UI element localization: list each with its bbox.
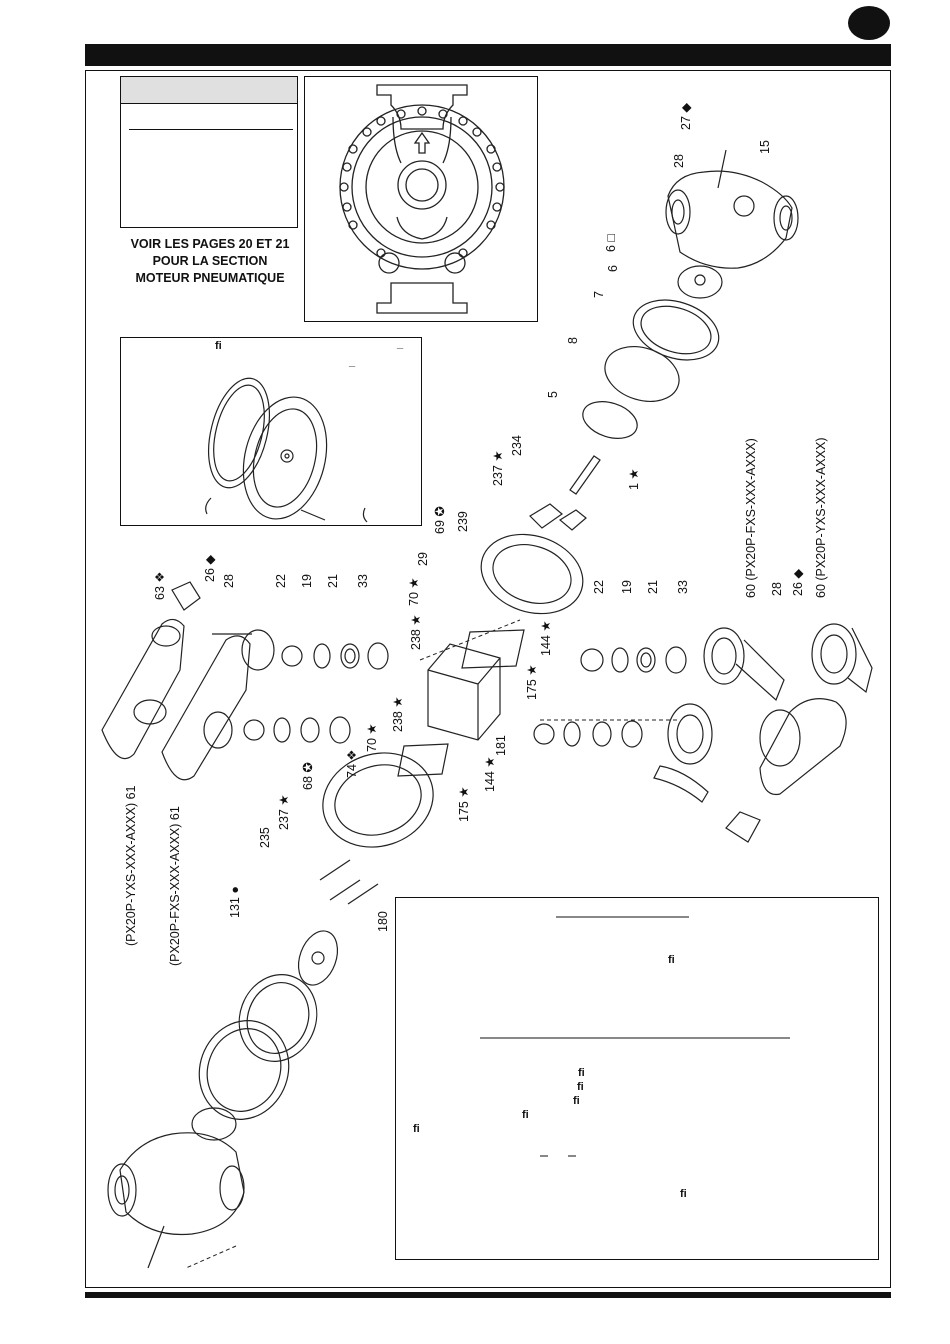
content-frame: [85, 70, 891, 1288]
inset-ligature-1: ﬁ: [215, 340, 222, 352]
note-ligature-1: ﬁ: [668, 954, 675, 966]
model-label-61-y: (PX20P-YXS-XXX-AXXX) 61: [124, 785, 138, 946]
part-label: 74 ❖: [345, 749, 359, 778]
part-label: 180: [376, 911, 390, 932]
note-ligature-2: ﬁ: [578, 1067, 585, 1079]
part-label: 235: [258, 827, 272, 848]
part-label: 21: [326, 574, 340, 588]
model-label-61-f: (PX20P-FXS-XXX-AXXX) 61: [168, 806, 182, 966]
see-note-line-2: POUR LA SECTION: [152, 254, 268, 268]
part-label: 22: [274, 574, 288, 588]
part-label: 27 ◆: [679, 102, 693, 130]
page-number-badge: [848, 6, 890, 40]
part-label: 7: [592, 291, 606, 298]
part-label: 5: [546, 391, 560, 398]
inset-dash-1: _: [397, 338, 404, 350]
model-label-60-f: 60 (PX20P-FXS-XXX-AXXX): [744, 438, 758, 598]
model-label-60-y: 60 (PX20P-YXS-XXX-AXXX): [814, 437, 828, 598]
notes-box: ﬁ ﬁ ﬁ ﬁ ﬁ ﬁ ﬁ: [395, 897, 879, 1260]
part-label: 6 □: [604, 234, 618, 252]
header-bar: [85, 44, 891, 66]
legend-divider: [129, 129, 293, 130]
part-label: 237 ★: [277, 794, 291, 830]
part-label: 63 ❖: [153, 571, 167, 600]
part-label: 19: [620, 580, 634, 594]
part-label: 131 ●: [228, 886, 242, 918]
legend-header: [121, 77, 297, 104]
pump-front-view-box: [304, 76, 538, 322]
part-label: 239: [456, 511, 470, 532]
part-label: 175 ★: [457, 786, 471, 822]
part-label: 29: [416, 552, 430, 566]
pump-front-view-drawing: [339, 84, 505, 314]
part-label: 26 ◆: [203, 554, 217, 582]
diaphragm-inset-drawing: [205, 377, 368, 523]
part-label: 21: [646, 580, 660, 594]
see-note-line-3: MOTEUR PNEUMATIQUE: [135, 271, 285, 285]
note-ligature-5: ﬁ: [522, 1109, 529, 1121]
note-ligature-4: ﬁ: [573, 1095, 580, 1107]
part-label: 22: [592, 580, 606, 594]
part-label: 70 ★: [407, 577, 421, 606]
part-label: 144 ★: [539, 620, 553, 656]
see-pages-note: VOIR LES PAGES 20 ET 21 POUR LA SECTION …: [112, 236, 308, 287]
legend-box: [120, 76, 298, 228]
part-label: 8: [566, 337, 580, 344]
part-label: 28: [770, 582, 784, 596]
inset-dash-2: _: [349, 356, 356, 368]
part-label: 69 ✪: [433, 506, 447, 534]
footer-bar: [85, 1292, 891, 1298]
part-label: 15: [758, 140, 772, 154]
part-label: 68 ✪: [301, 762, 315, 790]
see-note-line-1: VOIR LES PAGES 20 ET 21: [130, 237, 290, 251]
part-label: 28: [222, 574, 236, 588]
part-label: 238 ★: [409, 614, 423, 650]
part-label: 181: [494, 735, 508, 756]
exploded-pump-drawing: [101, 149, 873, 1269]
note-ligature-7: ﬁ: [680, 1188, 687, 1200]
part-label: 237 ★: [491, 450, 505, 486]
notes-rules: [480, 916, 790, 1157]
part-label: 175 ★: [525, 664, 539, 700]
part-label: 28: [672, 154, 686, 168]
part-label: 70 ★: [365, 723, 379, 752]
note-ligature-6: ﬁ: [413, 1123, 420, 1135]
part-label: 234: [510, 435, 524, 456]
part-label: 26 ◆: [791, 568, 805, 596]
part-label: 6: [606, 265, 620, 272]
note-ligature-3: ﬁ: [577, 1081, 584, 1093]
part-label: 33: [676, 580, 690, 594]
part-label: 1 ★: [627, 468, 641, 490]
part-label: 33: [356, 574, 370, 588]
part-label: 238 ★: [391, 696, 405, 732]
part-label: 144 ★: [483, 756, 497, 792]
part-label: 19: [300, 574, 314, 588]
diaphragm-inset-box: ﬁ _ _: [120, 337, 422, 526]
